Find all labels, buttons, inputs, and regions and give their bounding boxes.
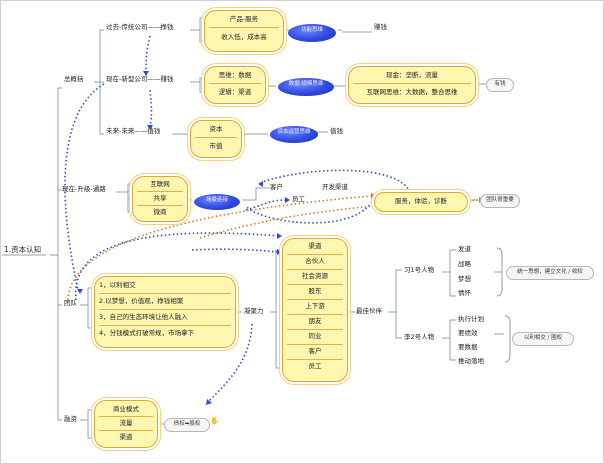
finance-item[interactable]: 渠道 <box>119 433 133 441</box>
future-box: 资本 市值 <box>190 120 242 158</box>
service-box: 服务，体验，诊断 <box>374 192 468 212</box>
future-result[interactable]: 值钱 <box>330 127 343 135</box>
no1-trait[interactable]: 梦想 <box>458 275 471 283</box>
team-item[interactable]: 1，以利相交 <box>99 282 231 294</box>
future-oval[interactable]: 资本运营思维 <box>270 126 318 143</box>
resource-list: 渠道 合伙人 社会资源 股东 上下游 朋友 同业 客户 员工 <box>282 238 348 382</box>
flow-channel[interactable]: 开发渠道 <box>322 183 348 191</box>
root-topic[interactable]: 1.资本认知 <box>4 245 42 254</box>
no1-trait[interactable]: 情怀 <box>458 289 471 297</box>
no2-trait[interactable]: 要绩效 <box>458 329 478 337</box>
past-box: 产品-服务 收入低，成本高 <box>204 10 284 52</box>
past-oval[interactable]: 功能思维 <box>288 24 336 42</box>
present-item[interactable]: 思维：数据 <box>209 72 261 84</box>
no1-topic[interactable]: 习1号人物 <box>404 266 435 274</box>
resource-item[interactable]: 员工 <box>308 362 322 370</box>
past-item[interactable]: 收入低，成本高 <box>221 33 267 41</box>
resource-item[interactable]: 股东 <box>287 288 343 300</box>
team-item[interactable]: 3，自己的生态环境让他人融入 <box>99 314 231 326</box>
finance-item[interactable]: 流量 <box>99 420 153 431</box>
upgrade-box: 互联网 共享 微商 <box>132 176 188 222</box>
present-oval[interactable]: 数据·规模思维 <box>278 78 334 96</box>
upgrade-oval[interactable]: 场景连接 <box>194 194 240 210</box>
future-item[interactable]: 资本 <box>195 126 237 138</box>
present-box2: 现金：垄断，流量 互联网思维：大数据，整合思维 <box>348 66 476 104</box>
upgrade-item[interactable]: 共享 <box>137 195 183 206</box>
force-topic[interactable]: 凝聚力 <box>244 307 264 315</box>
upgrade-item[interactable]: 互联网 <box>137 181 183 192</box>
team-topic[interactable]: 团队 <box>64 299 77 307</box>
future-item[interactable]: 市值 <box>209 142 223 150</box>
partner-topic[interactable]: 最佳伙伴 <box>356 307 382 315</box>
team-item[interactable]: 4，分钱模式打破常规，市场拿下 <box>99 329 195 337</box>
upgrade-item[interactable]: 微商 <box>153 208 167 216</box>
finance-box: 商业模式 流量 渠道 <box>94 400 158 448</box>
resource-item[interactable]: 上下游 <box>287 303 343 315</box>
finance-item[interactable]: 商业模式 <box>99 406 153 417</box>
present-item2[interactable]: 现金：垄断，流量 <box>353 72 471 84</box>
resource-item[interactable]: 客户 <box>287 348 343 360</box>
resource-item[interactable]: 朋友 <box>287 318 343 330</box>
no2-topic[interactable]: 李2号人物 <box>404 333 435 341</box>
no1-trait[interactable]: 战略 <box>458 260 471 268</box>
team-item[interactable]: 2.以梦想，价值观，挣钱相聚 <box>99 298 231 310</box>
no2-trait[interactable]: 执行计划 <box>458 315 484 323</box>
no2-trait[interactable]: 要数据 <box>458 343 478 351</box>
present-item2[interactable]: 互联网思维：大数据，整合思维 <box>366 88 458 96</box>
flow-customer[interactable]: 客户 <box>270 183 283 191</box>
resource-item[interactable]: 同业 <box>287 333 343 345</box>
resource-item[interactable]: 社会资源 <box>287 273 343 285</box>
present-topic[interactable]: 现在-新型公司——赚钱 <box>106 75 174 83</box>
past-topic[interactable]: 过去-传统公司——挣钱 <box>106 23 174 31</box>
future-topic[interactable]: 未来-未来——值钱 <box>106 127 161 135</box>
no2-pill[interactable]: 以利相交 / 圈权 <box>512 332 574 346</box>
finance-topic[interactable]: 融资 <box>64 415 77 423</box>
finance-pill[interactable]: 债权➡股权 <box>164 418 210 432</box>
flow-staff[interactable]: 员工 <box>292 195 305 203</box>
past-result[interactable]: 赚钱 <box>374 23 387 31</box>
upgrade-pill[interactable]: 团队很重要 <box>480 194 520 208</box>
no2-trait[interactable]: 推动落地 <box>458 357 484 365</box>
no1-pill[interactable]: 统一思想，建立文化 / 收权 <box>506 266 594 280</box>
hand-icon: ✋ <box>210 417 219 425</box>
present-item[interactable]: 逻辑：渠道 <box>218 88 252 96</box>
resource-item[interactable]: 渠道 <box>287 243 343 255</box>
present-pill[interactable]: 有钱 <box>486 78 514 92</box>
no1-trait[interactable]: 发道 <box>458 245 471 253</box>
service-item[interactable]: 服务，体验，诊断 <box>395 197 447 205</box>
present-box: 思维：数据 逻辑：渠道 <box>204 66 266 104</box>
past-item[interactable]: 产品-服务 <box>209 16 279 28</box>
upgrade-topic[interactable]: 现在-升级-通路 <box>62 185 106 193</box>
resource-item[interactable]: 合伙人 <box>287 258 343 270</box>
team-box: 1，以利相交 2.以梦想，价值观，挣钱相聚 3，自己的生态环境让他人融入 4，分… <box>94 276 236 348</box>
overview-topic[interactable]: 总概括 <box>64 75 84 83</box>
